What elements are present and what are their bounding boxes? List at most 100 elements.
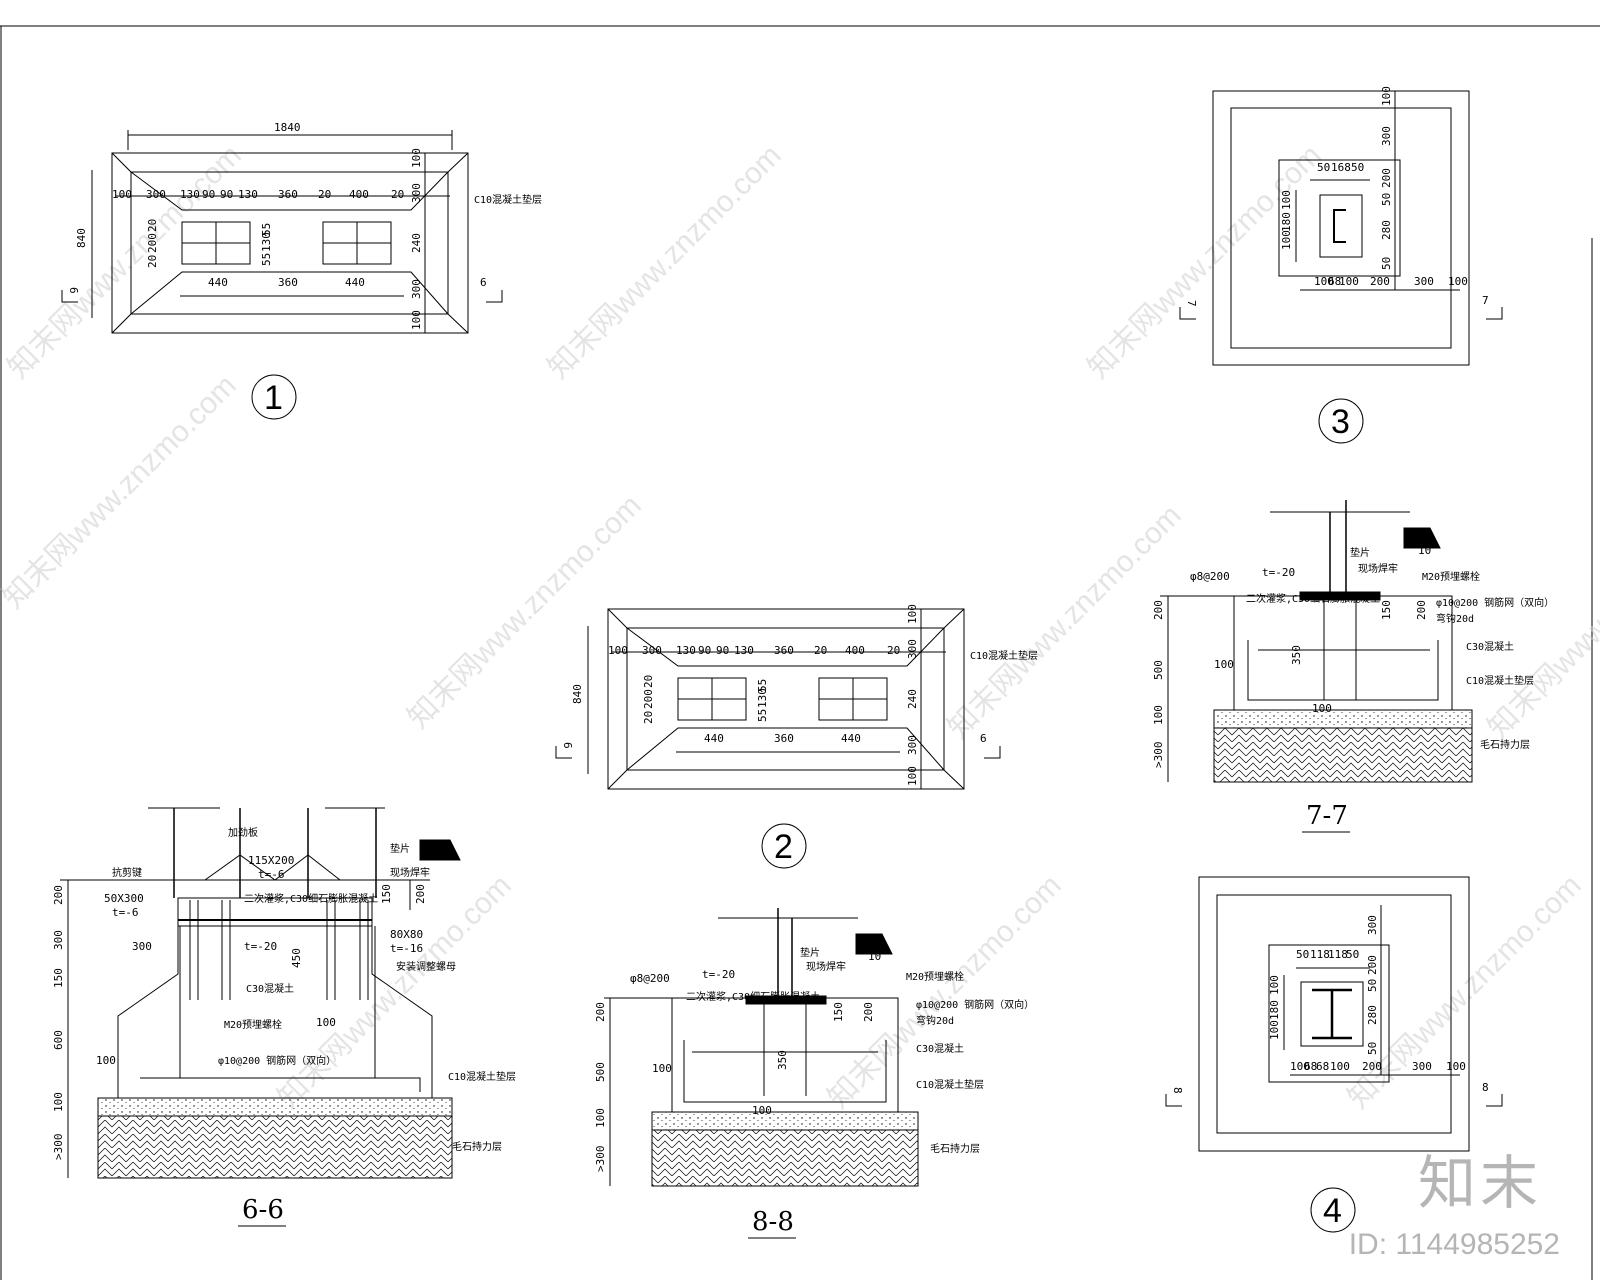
svg-text:115X200: 115X200 <box>248 854 294 867</box>
svg-text:440: 440 <box>704 732 724 745</box>
svg-text:68: 68 <box>1328 275 1341 288</box>
svg-text:C10混凝土垫层: C10混凝土垫层 <box>1466 674 1534 687</box>
svg-text:垫片: 垫片 <box>800 946 820 959</box>
svg-text:毛石持力层: 毛石持力层 <box>452 1140 502 1153</box>
svg-text:弯钩20d: 弯钩20d <box>1436 612 1474 625</box>
svg-text:100: 100 <box>410 310 423 330</box>
svg-text:C10混凝土垫层: C10混凝土垫层 <box>916 1078 984 1091</box>
svg-text:300: 300 <box>410 183 423 203</box>
svg-text:840: 840 <box>571 684 584 704</box>
svg-text:100: 100 <box>1152 705 1165 725</box>
svg-text:300: 300 <box>132 940 152 953</box>
watermark: 知末网www.znzmo.com <box>542 139 788 385</box>
svg-text:100: 100 <box>652 1062 672 1075</box>
svg-text:118: 118 <box>1310 948 1330 961</box>
svg-text:90: 90 <box>698 644 711 657</box>
svg-text:8: 8 <box>1171 1087 1184 1094</box>
svg-text:20: 20 <box>146 219 159 232</box>
svg-text:300: 300 <box>52 930 65 950</box>
svg-text:90: 90 <box>202 188 215 201</box>
svg-text:450: 450 <box>290 948 303 968</box>
svg-text:φ8@200: φ8@200 <box>1190 570 1230 583</box>
svg-text:7: 7 <box>1482 294 1489 307</box>
svg-text:50: 50 <box>1380 257 1393 270</box>
svg-text:100: 100 <box>1268 1020 1281 1040</box>
svg-text:55: 55 <box>756 679 769 692</box>
svg-text:440: 440 <box>345 276 365 289</box>
svg-text:180: 180 <box>1280 212 1293 232</box>
svg-text:C10混凝土垫层: C10混凝土垫层 <box>448 1070 516 1083</box>
section-6-6 <box>60 807 461 1179</box>
svg-text:100: 100 <box>1312 702 1332 715</box>
svg-text:200: 200 <box>862 1002 875 1022</box>
svg-text:100: 100 <box>1214 658 1234 671</box>
plan-3-number: 3 <box>1331 403 1350 441</box>
svg-text:20: 20 <box>887 644 900 657</box>
svg-text:φ10@200 钢筋网（双向）: φ10@200 钢筋网（双向） <box>1436 596 1554 609</box>
svg-text:118: 118 <box>1328 948 1348 961</box>
svg-text:t=-20: t=-20 <box>702 968 735 981</box>
svg-text:200: 200 <box>1415 600 1428 620</box>
svg-text:68: 68 <box>1304 1060 1317 1073</box>
svg-text:500: 500 <box>1152 660 1165 680</box>
svg-text:200: 200 <box>1370 275 1390 288</box>
plan-2-number: 2 <box>774 828 793 866</box>
svg-text:300: 300 <box>1380 126 1393 146</box>
svg-text:350: 350 <box>1290 645 1303 665</box>
svg-text:10: 10 <box>868 950 881 963</box>
svg-text:t=-20: t=-20 <box>244 940 277 953</box>
svg-text:安装调整螺母: 安装调整螺母 <box>396 960 456 973</box>
plan-2 <box>555 608 1001 790</box>
svg-text:100: 100 <box>906 766 919 786</box>
svg-text:50: 50 <box>1366 1042 1379 1055</box>
svg-text:20: 20 <box>391 188 404 201</box>
svg-text:100: 100 <box>752 1104 772 1117</box>
svg-text:600: 600 <box>52 1030 65 1050</box>
section-7-7-title: 7-7 <box>1306 801 1348 831</box>
svg-text:φ10@200 钢筋网（双向）: φ10@200 钢筋网（双向） <box>218 1054 336 1067</box>
svg-text:300: 300 <box>642 644 662 657</box>
svg-text:200: 200 <box>1152 600 1165 620</box>
section-8-8 <box>604 908 919 1187</box>
watermark: 知末网www.znzmo.com <box>942 499 1188 745</box>
svg-text:300: 300 <box>1412 1060 1432 1073</box>
svg-text:C30混凝土: C30混凝土 <box>916 1042 964 1055</box>
svg-text:20: 20 <box>814 644 827 657</box>
svg-text:200: 200 <box>146 233 159 253</box>
svg-text:t=-6: t=-6 <box>258 868 285 881</box>
svg-text:100: 100 <box>1280 230 1293 250</box>
section-7-7-text: 200 500 100 >300 φ8@200 t=-20 垫片 现场焊牢 10… <box>1152 544 1554 768</box>
overall-width: 1840 <box>274 121 301 134</box>
image-id-text: ID: 1144985252 <box>1348 1228 1560 1261</box>
svg-text:8: 8 <box>1482 1081 1489 1094</box>
svg-text:C10混凝土垫层: C10混凝土垫层 <box>970 649 1038 662</box>
section-8-8-title: 8-8 <box>752 1207 794 1237</box>
svg-text:55: 55 <box>756 709 769 722</box>
svg-text:M20预埋螺栓: M20预埋螺栓 <box>1422 570 1480 583</box>
svg-text:φ8@200: φ8@200 <box>630 972 670 985</box>
svg-text:300: 300 <box>906 735 919 755</box>
svg-text:100: 100 <box>1290 1060 1310 1073</box>
svg-text:55: 55 <box>260 253 273 266</box>
svg-text:100: 100 <box>1268 975 1281 995</box>
svg-text:100: 100 <box>906 604 919 624</box>
svg-text:150: 150 <box>832 1002 845 1022</box>
svg-text:二次灌浆,C30细石膨胀混凝土: 二次灌浆,C30细石膨胀混凝土 <box>1246 592 1380 605</box>
section-7-7 <box>1160 500 1473 783</box>
svg-text:100: 100 <box>1280 190 1293 210</box>
overall-height: 840 <box>75 228 88 248</box>
svg-text:180: 180 <box>1268 1000 1281 1020</box>
svg-text:6: 6 <box>561 742 574 749</box>
svg-text:t=-6: t=-6 <box>112 906 139 919</box>
svg-text:50X300: 50X300 <box>104 892 144 905</box>
svg-text:130: 130 <box>756 688 769 708</box>
svg-text:20: 20 <box>642 675 655 688</box>
plan-3-text: 50 168 50 100 300 200 50 280 50 100 180 … <box>1185 86 1489 307</box>
svg-text:50: 50 <box>1346 948 1359 961</box>
svg-text:360: 360 <box>278 188 298 201</box>
svg-text:100: 100 <box>1446 1060 1466 1073</box>
svg-text:二次灌浆,C30细石膨胀混凝土: 二次灌浆,C30细石膨胀混凝土 <box>244 892 378 905</box>
brand-logo-text: 知末 <box>1417 1151 1542 1216</box>
svg-text:毛石持力层: 毛石持力层 <box>1480 738 1530 751</box>
plan-1 <box>61 130 503 334</box>
